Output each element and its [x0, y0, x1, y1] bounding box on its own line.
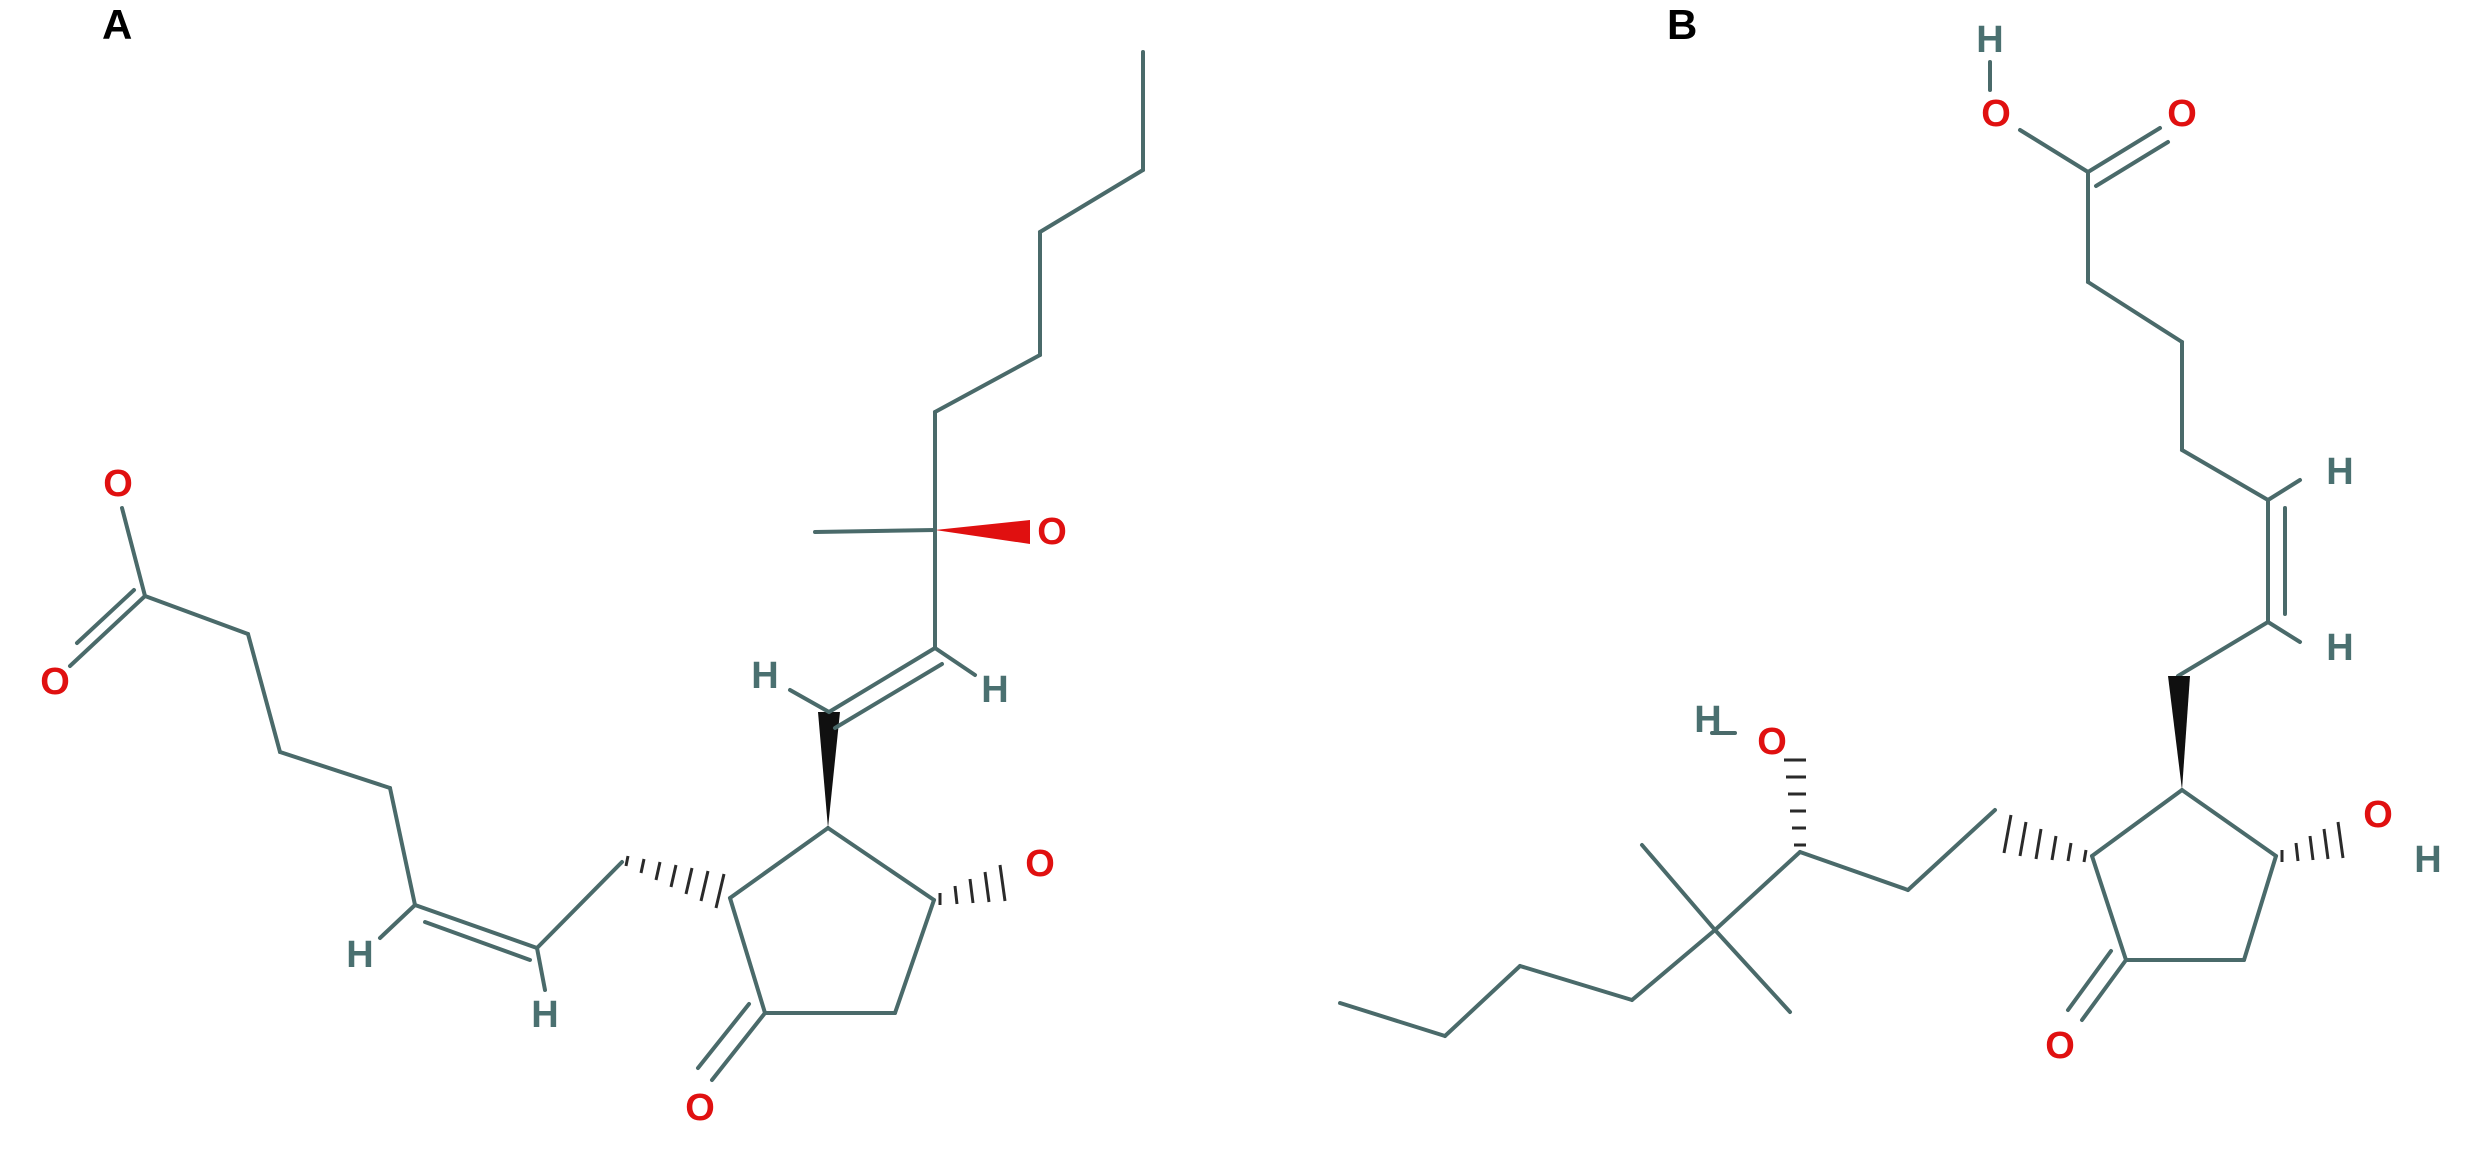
bond: [1713, 928, 1792, 1014]
molecule-a: O O H H H H O O O: [40, 50, 1145, 1129]
bond: [68, 594, 147, 668]
oxygen-atom: O: [1757, 721, 1787, 763]
bond: [378, 903, 417, 940]
bond: [2266, 478, 2302, 502]
bond: [728, 826, 830, 900]
bond: [1630, 928, 1717, 1002]
hashed-bond: [938, 864, 1007, 905]
oxygen-atom: O: [103, 463, 133, 505]
bond: [413, 903, 539, 950]
bond: [827, 646, 937, 714]
wedge-bond: [818, 712, 840, 828]
wedge-bond: [2168, 676, 2190, 790]
bond: [2086, 280, 2184, 344]
panel-label-a: A: [102, 1, 133, 48]
panel-label-b: B: [1667, 1, 1698, 48]
bond: [2018, 128, 2090, 174]
bond: [728, 896, 767, 1015]
bond: [2086, 126, 2162, 174]
hydrogen-atom: H: [346, 934, 373, 976]
oxygen-atom: O: [1025, 843, 1055, 885]
bond: [2180, 788, 2278, 858]
bond: [535, 860, 624, 950]
bond: [423, 920, 532, 962]
bond: [2090, 854, 2128, 962]
hashed-bond: [2280, 821, 2345, 862]
bond: [1798, 850, 1910, 892]
bond: [893, 898, 936, 1015]
bond: [1518, 964, 1634, 1002]
bond: [1640, 843, 1717, 932]
hashed-bond: [2002, 814, 2088, 863]
bond: [833, 662, 944, 730]
bond: [2180, 448, 2270, 502]
oxygen-atom: O: [2045, 1025, 2075, 1067]
bond: [75, 588, 136, 645]
molecule-b: H O O H H H O O H O: [1338, 19, 2442, 1067]
bond: [2266, 620, 2302, 644]
hydrogen-atom: H: [1694, 699, 1721, 741]
bond: [388, 786, 417, 907]
bond: [120, 506, 147, 598]
hydrogen-atom: H: [2326, 627, 2353, 669]
bond: [2080, 958, 2128, 1022]
bond: [1713, 850, 1802, 932]
oxygen-atom: O: [2363, 794, 2393, 836]
bond: [710, 1011, 767, 1082]
bond: [246, 632, 282, 754]
oxygen-atom: O: [40, 661, 70, 703]
bond: [788, 688, 831, 714]
bond: [933, 646, 977, 677]
bond: [2176, 620, 2270, 678]
oxygen-atom: O: [685, 1087, 715, 1129]
hydrogen-atom: H: [531, 994, 558, 1036]
oxygen-atom: O: [1981, 93, 2011, 135]
hashed-bond: [1784, 758, 1806, 847]
bond: [2242, 854, 2278, 962]
bond: [2066, 949, 2113, 1012]
hydrogen-atom: H: [1976, 19, 2003, 61]
hydrogen-atom: H: [2326, 451, 2353, 493]
bond: [278, 750, 392, 790]
bond: [535, 946, 547, 992]
bond: [1906, 808, 1997, 892]
oxygen-atom: O: [1037, 511, 1067, 553]
hydrogen-atom: H: [981, 669, 1008, 711]
bond: [2094, 140, 2170, 188]
hydrogen-atom: H: [2414, 839, 2441, 881]
bond: [2090, 788, 2184, 858]
bond: [813, 528, 937, 534]
bond: [1443, 964, 1522, 1038]
hydrogen-atom: H: [751, 655, 778, 697]
bond: [1338, 1001, 1447, 1038]
bond: [826, 826, 936, 902]
bond: [143, 594, 250, 636]
bond: [933, 353, 1042, 414]
wedge-bond: [935, 520, 1030, 544]
bond: [1038, 168, 1145, 234]
bond: [696, 1002, 751, 1070]
hashed-bond: [624, 855, 726, 909]
oxygen-atom: O: [2167, 93, 2197, 135]
